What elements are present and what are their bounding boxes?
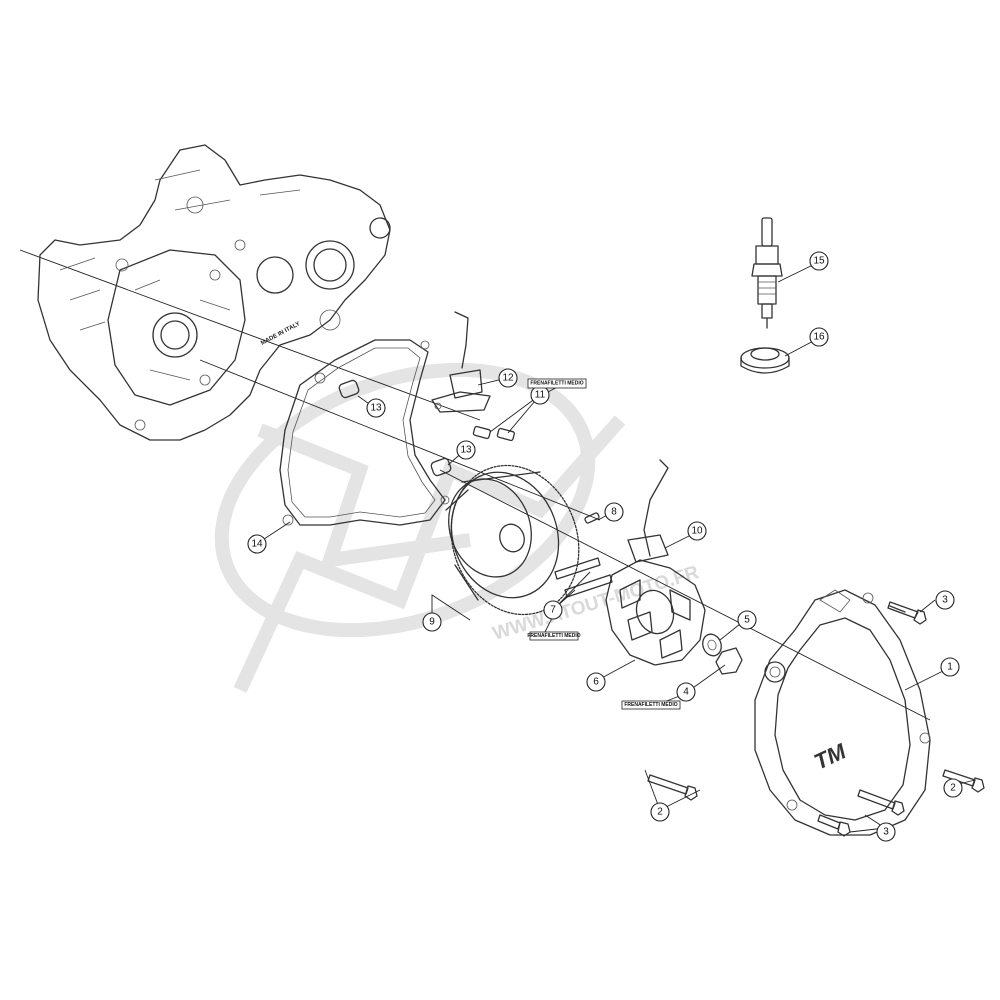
- svg-text:2: 2: [950, 783, 956, 794]
- callout-11: 11: [530, 385, 550, 405]
- callout-5: 5: [737, 610, 757, 630]
- assembly-axes: [19, 249, 931, 721]
- callout-4: 4: [676, 682, 696, 702]
- cover-bolts: [647, 601, 985, 837]
- svg-text:4: 4: [683, 687, 689, 698]
- woodruff-key: [584, 512, 600, 524]
- threadlocker-note-7: FRENAFILETTI MEDIO: [527, 631, 581, 641]
- svg-text:16: 16: [813, 332, 825, 343]
- watermark: WWW.ATOUT-MOTO.FR: [214, 362, 702, 693]
- svg-text:10: 10: [691, 526, 703, 537]
- callout-3: 3: [876, 822, 896, 842]
- callout-9: 9: [422, 612, 442, 632]
- svg-text:1: 1: [947, 662, 953, 673]
- flywheel: [445, 464, 580, 616]
- sensor-screws: [472, 425, 515, 442]
- callout-7: 7: [543, 600, 563, 620]
- crankcase-stamp: MADE IN ITALY: [260, 321, 301, 347]
- stator: [605, 459, 706, 666]
- callout-1: 1: [940, 657, 960, 677]
- svg-text:FRENAFILETTI MEDIO: FRENAFILETTI MEDIO: [624, 702, 677, 708]
- spark-plug: [751, 217, 783, 329]
- callout-2: 2: [943, 778, 963, 798]
- svg-text:9: 9: [429, 617, 435, 628]
- ignition-cover: TM: [754, 589, 931, 836]
- callout-8: 8: [604, 502, 624, 522]
- callout-13: 13: [456, 440, 476, 460]
- svg-text:13: 13: [460, 445, 472, 456]
- svg-text:11: 11: [535, 390, 546, 401]
- threadlocker-note-11: FRENAFILETTI MEDIO: [527, 378, 587, 389]
- spark-plug-seal: [740, 347, 790, 374]
- threadlocker-note-4: FRENAFILETTI MEDIO: [621, 700, 681, 710]
- svg-text:7: 7: [550, 605, 556, 616]
- callout-16: 16: [809, 327, 829, 347]
- svg-text:3: 3: [942, 595, 948, 606]
- cover-gasket: [279, 339, 450, 526]
- svg-text:14: 14: [251, 539, 263, 550]
- svg-text:12: 12: [502, 373, 514, 384]
- stator-screws: [554, 557, 613, 598]
- cover-logo: TM: [810, 738, 850, 774]
- callout-12: 12: [498, 368, 518, 388]
- callout-14: 14: [247, 534, 267, 554]
- callout-13: 13: [366, 398, 386, 418]
- leader-lines: [257, 261, 976, 833]
- svg-text:FRENAFILETTI MEDIO: FRENAFILETTI MEDIO: [527, 633, 580, 639]
- callout-3: 3: [935, 590, 955, 610]
- flywheel-nut: [715, 647, 743, 675]
- svg-text:6: 6: [593, 677, 599, 688]
- washer: [702, 633, 722, 657]
- callout-15: 15: [809, 251, 829, 271]
- callout-6: 6: [586, 672, 606, 692]
- svg-text:15: 15: [813, 256, 825, 267]
- svg-text:5: 5: [744, 615, 750, 626]
- svg-text:8: 8: [611, 507, 617, 518]
- callout-10: 10: [687, 521, 707, 541]
- pickup-sensor: [431, 311, 491, 413]
- svg-text:2: 2: [657, 807, 663, 818]
- svg-text:3: 3: [883, 827, 889, 838]
- svg-text:FRENAFILETTI MEDIO: FRENAFILETTI MEDIO: [530, 381, 583, 387]
- svg-text:13: 13: [370, 403, 382, 414]
- callout-2: 2: [650, 802, 670, 822]
